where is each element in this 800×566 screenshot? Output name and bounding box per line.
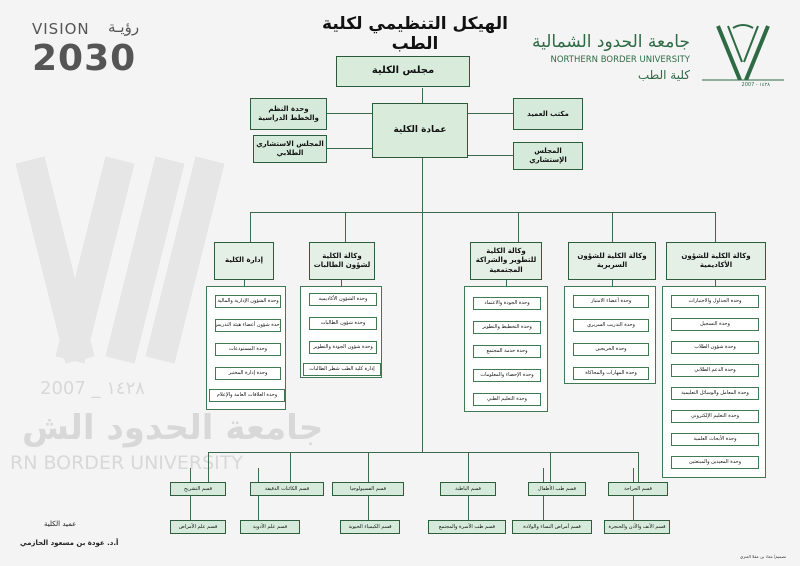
dept-biochemistry[interactable]: قسم الكيمياء الحيوية xyxy=(340,520,400,534)
student-advisory-council-box[interactable]: المجلس الاستشاري الطلابي xyxy=(253,135,327,163)
dept-surgery[interactable]: قسم الجراحة xyxy=(608,482,668,496)
unit-community-service[interactable]: وحدة خدمة المجتمع xyxy=(473,345,541,358)
unit-faculty-affairs[interactable]: وحدة شؤون أعضاء هيئة التدريس xyxy=(215,319,281,332)
unit-academic-affairs[interactable]: وحدة الشؤون الأكاديمية xyxy=(309,293,377,306)
page-title: الهيكل التنظيمي لكلية الطب xyxy=(322,14,508,54)
unit-lab-management[interactable]: وحدة إدارة المختبر xyxy=(215,367,281,380)
unit-registration[interactable]: وحدة التسجيل xyxy=(671,318,759,331)
academic-panel: وحدة الجداول والاختبارات وحدة التسجيل وح… xyxy=(662,286,766,478)
study-plans-unit-box[interactable]: وحدة النظم والخطط الدراسية xyxy=(250,98,327,130)
university-name-ar: جامعة الحدود الشمالية xyxy=(532,32,690,52)
dept-microbiology[interactable]: قسم الكائنات الدقيقة xyxy=(250,482,324,496)
college-council-box[interactable]: مجلس الكلية xyxy=(336,56,470,87)
dean-office-box[interactable]: مكتب العميد xyxy=(513,98,583,130)
unit-statistics-information[interactable]: وحدة الإحصاء والمعلومات xyxy=(473,369,541,382)
dept-pharmacology[interactable]: قسم علم الأدوية xyxy=(240,520,300,534)
dean-box[interactable]: عمادة الكلية xyxy=(372,103,468,158)
vision-label: VISION xyxy=(32,20,90,38)
vision-year: 2030 xyxy=(32,38,137,79)
unit-female-branch-management[interactable]: إدارة كلية الطب شطر الطالبات xyxy=(303,363,381,376)
college-name: كلية الطب xyxy=(637,68,690,82)
unit-student-support[interactable]: وحدة الدعم الطلابي xyxy=(671,364,759,377)
unit-e-learning[interactable]: وحدة التعليم الإلكتروني xyxy=(671,410,759,423)
design-credit: تصميم/ معاذ بن عقلا العنزي xyxy=(740,554,787,559)
academic-vice-deanship-head[interactable]: وكالة الكلية للشؤون الأكاديمية xyxy=(666,242,766,280)
dept-internal-medicine[interactable]: قسم الباطنة xyxy=(440,482,496,496)
dept-anatomy[interactable]: قسم التشريح xyxy=(170,482,226,496)
unit-quality-development-affairs[interactable]: وحدة شؤون الجودة والتطوير xyxy=(309,341,377,354)
college-administration-head[interactable]: إدارة الكلية xyxy=(214,242,274,280)
dept-ent[interactable]: قسم الأنف والأذن والحنجرة xyxy=(604,520,670,534)
unit-interns[interactable]: وحدة أعضاء الامتياز xyxy=(573,295,649,308)
dept-pathology[interactable]: قسم علم الأمراض xyxy=(170,520,226,534)
dean-role-label: عميد الكلية xyxy=(44,520,77,528)
dept-physiology[interactable]: قسم الفسيولوجيا xyxy=(332,482,404,496)
unit-admin-finance[interactable]: وحدة الشؤون الإدارية والمالية xyxy=(215,295,281,308)
dean-name-label: أ.د. عودة بن مسعود الحازمي xyxy=(20,539,119,547)
unit-graduates[interactable]: وحدة الخريجين xyxy=(573,343,649,356)
unit-female-students-affairs[interactable]: وحدة شؤون الطالبات xyxy=(309,317,377,330)
vision-2030-logo: VISION رؤيـة 2030 xyxy=(32,18,162,90)
watermark-logo xyxy=(0,140,240,380)
development-vice-deanship-head[interactable]: وكالة الكلية للتطوير والشراكة المجتمعية xyxy=(470,242,542,280)
unit-clinical-training[interactable]: وحدة التدريب السريري xyxy=(573,319,649,332)
university-logo: جامعة الحدود الشمالية NORTHERN BORDER UN… xyxy=(532,22,790,94)
female-students-panel: وحدة الشؤون الأكاديمية وحدة شؤون الطالبا… xyxy=(300,286,382,378)
watermark-years: 2007 _ ١٤٢٨ xyxy=(40,378,145,399)
unit-public-relations[interactable]: وحدة العلاقات العامة والإعلام xyxy=(209,389,285,402)
unit-labs-educational-aids[interactable]: وحدة المعامل والوسائل التعليمية xyxy=(671,387,759,400)
unit-quality-accreditation[interactable]: وحدة الجودة والاعتماد xyxy=(473,297,541,310)
college-administration-panel: وحدة الشؤون الإدارية والمالية وحدة شؤون … xyxy=(206,286,286,410)
unit-planning-development[interactable]: وحدة التخطيط والتطوير xyxy=(473,321,541,334)
development-panel: وحدة الجودة والاعتماد وحدة التخطيط والتط… xyxy=(464,286,548,412)
university-name-en: NORTHERN BORDER UNIVERSITY xyxy=(550,55,690,65)
vision-label-ar: رؤيـة xyxy=(108,18,140,36)
unit-medical-education[interactable]: وحدة التعليم الطبي xyxy=(473,393,541,406)
unit-skills-simulation[interactable]: وحدة المهارات والمحاكاة xyxy=(573,367,649,380)
unit-schedules-exams[interactable]: وحدة الجداول والاختبارات xyxy=(671,295,759,308)
unit-student-affairs[interactable]: وحدة شؤون الطلاب xyxy=(671,341,759,354)
unit-scientific-research[interactable]: وحدة الأبحاث العلمية xyxy=(671,433,759,446)
dept-obgyn[interactable]: قسم أمراض النساء والولادة xyxy=(512,520,592,534)
watermark-name-ar: جامعة الحدود الش xyxy=(22,408,324,448)
watermark-name-en: RN BORDER UNIVERSITY xyxy=(10,452,243,474)
female-students-vice-deanship-head[interactable]: وكالة الكلية لشؤون الطالبات xyxy=(309,242,375,280)
university-years: 2007 - ١٤٢٨ xyxy=(741,82,770,88)
clinical-panel: وحدة أعضاء الامتياز وحدة التدريب السريري… xyxy=(564,286,656,384)
dept-family-community-medicine[interactable]: قسم طب الأسرة والمجتمع xyxy=(428,520,506,534)
unit-teaching-assistants[interactable]: وحدة المعيدين والمبتعثين xyxy=(671,456,759,469)
university-emblem-icon xyxy=(702,24,784,81)
unit-warehouses[interactable]: وحدة المستودعات xyxy=(215,343,281,356)
dept-pediatrics[interactable]: قسم طب الأطفال xyxy=(528,482,586,496)
clinical-vice-deanship-head[interactable]: وكالة الكلية للشؤون السريرية xyxy=(568,242,656,280)
advisory-council-box[interactable]: المجلس الإستشاري xyxy=(513,142,583,170)
